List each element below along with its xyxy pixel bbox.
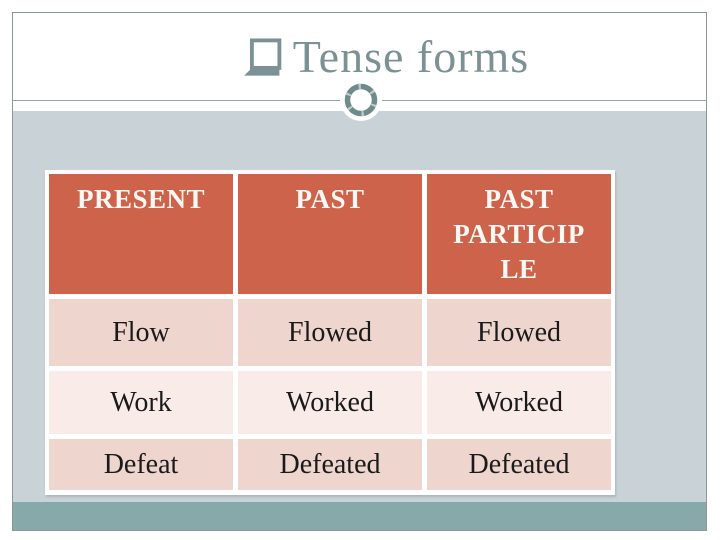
table-header-present: PRESENT: [49, 174, 233, 294]
header-line: PAST: [295, 184, 365, 214]
header-line: PARTICIP: [453, 219, 585, 250]
table-cell-present-work: Work: [49, 371, 233, 434]
bottom-accent-band: [13, 502, 706, 530]
shadowed-square-bullet-icon: [243, 37, 282, 76]
table-cell-past-flowed: Flowed: [238, 299, 422, 366]
table-cell-past-worked: Worked: [238, 371, 422, 434]
table-header-past: PAST: [238, 174, 422, 294]
header-line: PAST: [484, 184, 554, 214]
table-header-past-participle: PAST PARTICIP LE: [427, 174, 611, 294]
table-cell-participle-flowed: Flowed: [427, 299, 611, 366]
table-cell-participle-worked: Worked: [427, 371, 611, 434]
table-cell-participle-defeated: Defeated: [427, 439, 611, 490]
slide-title: Tense forms: [292, 30, 530, 82]
tense-table: PRESENT PAST PAST PARTICIP LE Flow Flowe…: [45, 170, 615, 495]
table-cell-present-flow: Flow: [49, 299, 233, 366]
table-cell-past-defeated: Defeated: [238, 439, 422, 490]
title-row: Tense forms: [242, 30, 530, 82]
circle-ornament-icon: [340, 79, 382, 121]
header-line: PRESENT: [76, 184, 206, 214]
header-line: LE: [500, 254, 538, 285]
table-cell-present-defeat: Defeat: [49, 439, 233, 490]
